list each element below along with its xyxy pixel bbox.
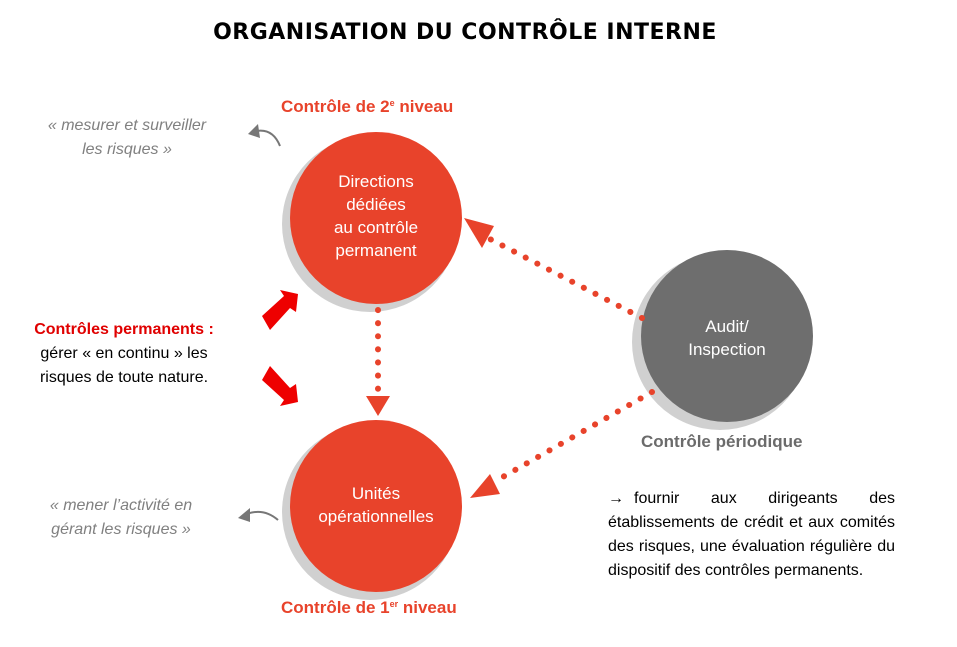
circle-top-line4: permanent: [335, 241, 417, 260]
periodic-control-description: →fournir aux dirigeants des établissemen…: [608, 487, 895, 583]
level-1-label: Contrôle de 1er niveau: [281, 598, 457, 618]
circle-bottom-line2: opérationnelles: [318, 507, 434, 526]
circle-bottom: [290, 420, 462, 592]
permanent-controls-title: Contrôles permanents: [34, 321, 205, 338]
quote-top-line2: les risques »: [82, 141, 172, 158]
curved-arrow-bottom-head: [238, 508, 250, 522]
level-2-suffix: niveau: [394, 97, 454, 116]
permanent-controls-line1: gérer « en continu » les: [40, 345, 208, 362]
connector-audit-to-top: [485, 235, 645, 321]
red-arrow-down-icon: [262, 366, 298, 406]
permanent-controls-line2: risques de toute nature.: [39, 369, 209, 386]
connector-audit-to-bottom: [491, 389, 655, 485]
circle-top-line1: Directions: [338, 172, 414, 191]
permanent-controls-colon: :: [204, 321, 214, 338]
right-arrow-icon: →: [608, 490, 624, 507]
circle-right-line1: Audit/: [705, 317, 749, 336]
quote-bottom-line2: gérant les risques »: [51, 521, 191, 538]
arrowhead-to-bottom: [470, 474, 500, 498]
level-1-suffix: niveau: [398, 598, 457, 617]
level-2-prefix: Contrôle de 2: [281, 97, 390, 116]
circle-right-text: Audit/ Inspection: [647, 315, 807, 361]
quote-bottom: « mener l’activité en gérant les risques…: [14, 494, 228, 542]
circle-right-line2: Inspection: [688, 340, 766, 359]
circle-top: [290, 132, 462, 304]
periodic-control-label: Contrôle périodique: [641, 432, 803, 451]
circle-bottom-line1: Unités: [351, 484, 401, 503]
red-arrow-up-icon: [262, 290, 298, 330]
level-1-prefix: Contrôle de 1: [281, 598, 390, 617]
curved-arrow-top-head: [248, 124, 260, 138]
circle-top-text: Directions dédiées au contrôle permanent: [296, 170, 456, 262]
arrowhead-down: [366, 396, 390, 416]
permanent-controls-description: Contrôles permanents : gérer « en contin…: [10, 318, 238, 390]
quote-top-line1: « mesurer et surveiller: [47, 117, 207, 134]
quote-bottom-line1: « mener l’activité en: [49, 497, 193, 514]
permanent-controls-title-row: Contrôles permanents :: [10, 318, 238, 342]
circle-top-line3: au contrôle: [333, 218, 419, 237]
periodic-control-text: fournir aux dirigeants des établissement…: [608, 490, 895, 579]
page-title: ORGANISATION DU CONTRÔLE INTERNE: [213, 20, 717, 45]
level-1-sup: er: [389, 599, 399, 609]
quote-top: « mesurer et surveiller les risques »: [20, 114, 234, 162]
arrowhead-to-top: [464, 218, 494, 248]
level-2-label: Contrôle de 2e niveau: [281, 97, 453, 117]
circle-right: [641, 250, 813, 422]
circle-bottom-text: Unités opérationnelles: [296, 482, 456, 528]
circle-top-line2: dédiées: [346, 195, 406, 214]
level-2-sup: e: [389, 98, 395, 108]
